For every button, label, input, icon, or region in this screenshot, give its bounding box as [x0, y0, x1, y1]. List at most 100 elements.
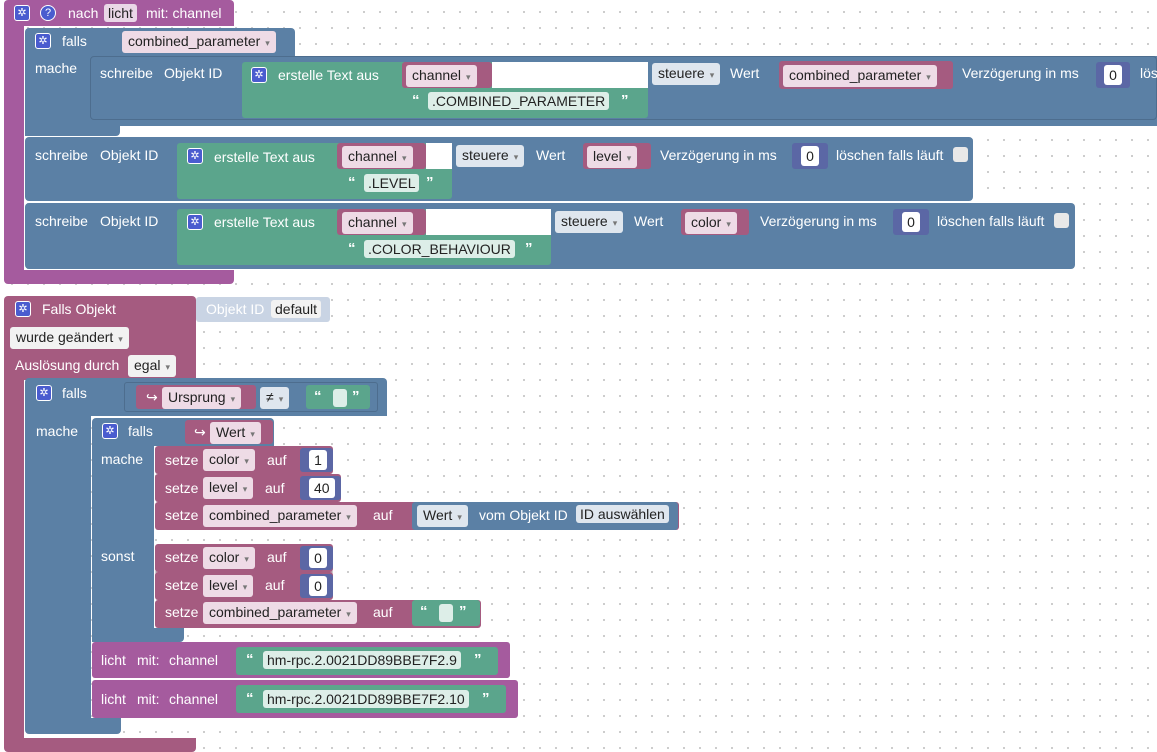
channel-value-field[interactable]: hm-rpc.2.0021DD89BBE7F2.9	[263, 651, 461, 669]
channel-variable[interactable]: channel▾	[342, 146, 413, 168]
channel-variable[interactable]: channel▾	[406, 65, 477, 87]
call-param-label: channel	[169, 691, 219, 707]
mode-dropdown[interactable]: steuere▾	[652, 63, 721, 85]
object-id-label: Objekt ID	[100, 213, 159, 229]
origin-dropdown[interactable]: Ursprung▾	[162, 387, 242, 409]
if-label: falls	[62, 33, 87, 49]
set-color-dropdown[interactable]: color▾	[203, 547, 255, 569]
do-label: mache	[36, 423, 79, 439]
channel-variable[interactable]: channel▾	[342, 212, 413, 234]
quote-open-icon: “	[314, 388, 322, 405]
channel-value-field[interactable]: hm-rpc.2.0021DD89BBE7F2.10	[263, 690, 469, 708]
gear-icon[interactable]: ✲	[187, 214, 203, 230]
chevron-down-icon: ▾	[242, 484, 248, 494]
set-level-value[interactable]: 0	[309, 576, 327, 596]
quote-open-icon: “	[412, 92, 420, 109]
set-label: setze	[165, 549, 199, 565]
if-label: falls	[62, 385, 87, 401]
operator-dropdown[interactable]: ≠▾	[260, 387, 290, 409]
text-suffix-field[interactable]: .COMBINED_PARAMETER	[428, 92, 610, 110]
trigger-changed-dropdown[interactable]: wurde geändert▾	[10, 327, 129, 349]
if-block-rail	[25, 56, 89, 136]
set-color-value[interactable]: 1	[309, 450, 327, 470]
value-label: Wert	[730, 65, 760, 81]
to-label: auf	[267, 549, 287, 565]
chevron-down-icon: ▾	[457, 512, 462, 522]
delay-input[interactable]: 0	[801, 146, 819, 166]
gear-icon[interactable]: ✲	[187, 148, 203, 164]
quote-close-icon: ”	[459, 603, 467, 620]
chevron-down-icon: ▾	[402, 153, 407, 163]
set-level-value[interactable]: 40	[309, 478, 335, 498]
select-id-field[interactable]: ID auswählen	[576, 505, 669, 523]
help-icon[interactable]: ?	[40, 5, 56, 21]
value-label: Wert	[634, 213, 664, 229]
function-params: mit: channel	[146, 5, 222, 21]
chevron-down-icon: ▾	[265, 38, 270, 48]
trigger-objid-label: Objekt ID	[206, 301, 265, 317]
if-condition-variable[interactable]: combined_parameter▾	[122, 31, 276, 53]
quote-close-icon: ”	[474, 651, 482, 668]
chevron-down-icon: ▾	[513, 152, 519, 162]
trigger-block-footer	[4, 738, 196, 752]
arrow-icon: ↪	[194, 424, 206, 440]
quote-open-icon: “	[348, 174, 356, 191]
value-variable[interactable]: level▾	[587, 146, 638, 168]
object-id-label: Objekt ID	[164, 65, 223, 81]
value-type-dropdown[interactable]: Wert▾	[417, 505, 468, 527]
mode-dropdown[interactable]: steuere▾	[456, 145, 525, 167]
function-name-field[interactable]: licht	[104, 4, 137, 22]
quote-close-icon: ”	[426, 174, 434, 191]
set-color-dropdown[interactable]: color▾	[203, 449, 255, 471]
set-level-dropdown[interactable]: level▾	[203, 477, 254, 499]
arrow-icon: ↪	[146, 389, 158, 405]
gear-icon[interactable]: ✲	[251, 67, 267, 83]
chevron-down-icon: ▾	[250, 429, 255, 439]
set-color-value[interactable]: 0	[309, 548, 327, 568]
empty-text-field[interactable]	[439, 604, 453, 622]
text-slot	[492, 62, 648, 88]
chevron-down-icon: ▾	[612, 218, 618, 228]
gear-icon[interactable]: ✲	[15, 301, 31, 317]
value-variable[interactable]: color▾	[685, 212, 737, 234]
set-label: setze	[165, 604, 199, 620]
chevron-down-icon: ▾	[926, 72, 931, 82]
wert-dropdown[interactable]: Wert▾	[210, 422, 261, 444]
trigger-by-label: Auslösung durch	[15, 357, 120, 373]
set-combined-dropdown[interactable]: combined_parameter▾	[203, 602, 357, 624]
set-level-dropdown[interactable]: level▾	[203, 575, 254, 597]
mode-dropdown[interactable]: steuere▾	[555, 211, 624, 233]
text-suffix-field[interactable]: .LEVEL	[364, 174, 420, 192]
write-label: schreibe	[100, 65, 153, 81]
delay-input[interactable]: 0	[902, 212, 920, 232]
trigger-objid-value[interactable]: default	[271, 300, 322, 318]
chevron-down-icon: ▾	[242, 582, 248, 592]
else-label: sonst	[101, 548, 135, 564]
trigger-by-dropdown[interactable]: egal▾	[128, 355, 176, 377]
chevron-down-icon: ▾	[346, 512, 351, 522]
gear-icon[interactable]: ✲	[35, 33, 51, 49]
clear-if-running-label: löschen falls läuft	[836, 147, 944, 163]
object-id-label: Objekt ID	[100, 147, 159, 163]
value-variable[interactable]: combined_parameter▾	[783, 65, 937, 87]
value-label: Wert	[536, 147, 566, 163]
empty-text-field[interactable]	[333, 389, 347, 407]
chevron-down-icon: ▾	[278, 394, 284, 404]
from-object-label: vom Objekt ID	[479, 507, 568, 523]
text-suffix-field[interactable]: .COLOR_BEHAVIOUR	[364, 240, 515, 258]
inner-if-footer	[92, 628, 184, 642]
call-param-label: channel	[169, 652, 219, 668]
call-name: licht	[101, 691, 126, 707]
quote-close-icon: ”	[352, 388, 360, 405]
clear-if-running-checkbox[interactable]	[953, 147, 968, 162]
delay-input[interactable]: 0	[1104, 65, 1122, 85]
chevron-down-icon: ▾	[709, 70, 715, 80]
gear-icon[interactable]: ✲	[14, 5, 30, 21]
do-label: mache	[35, 60, 78, 76]
gear-icon[interactable]: ✲	[102, 423, 118, 439]
clear-if-running-checkbox[interactable]	[1054, 213, 1069, 228]
quote-open-icon: “	[246, 651, 254, 668]
set-label: setze	[165, 507, 199, 523]
gear-icon[interactable]: ✲	[36, 385, 52, 401]
set-combined-dropdown[interactable]: combined_parameter▾	[203, 505, 357, 527]
